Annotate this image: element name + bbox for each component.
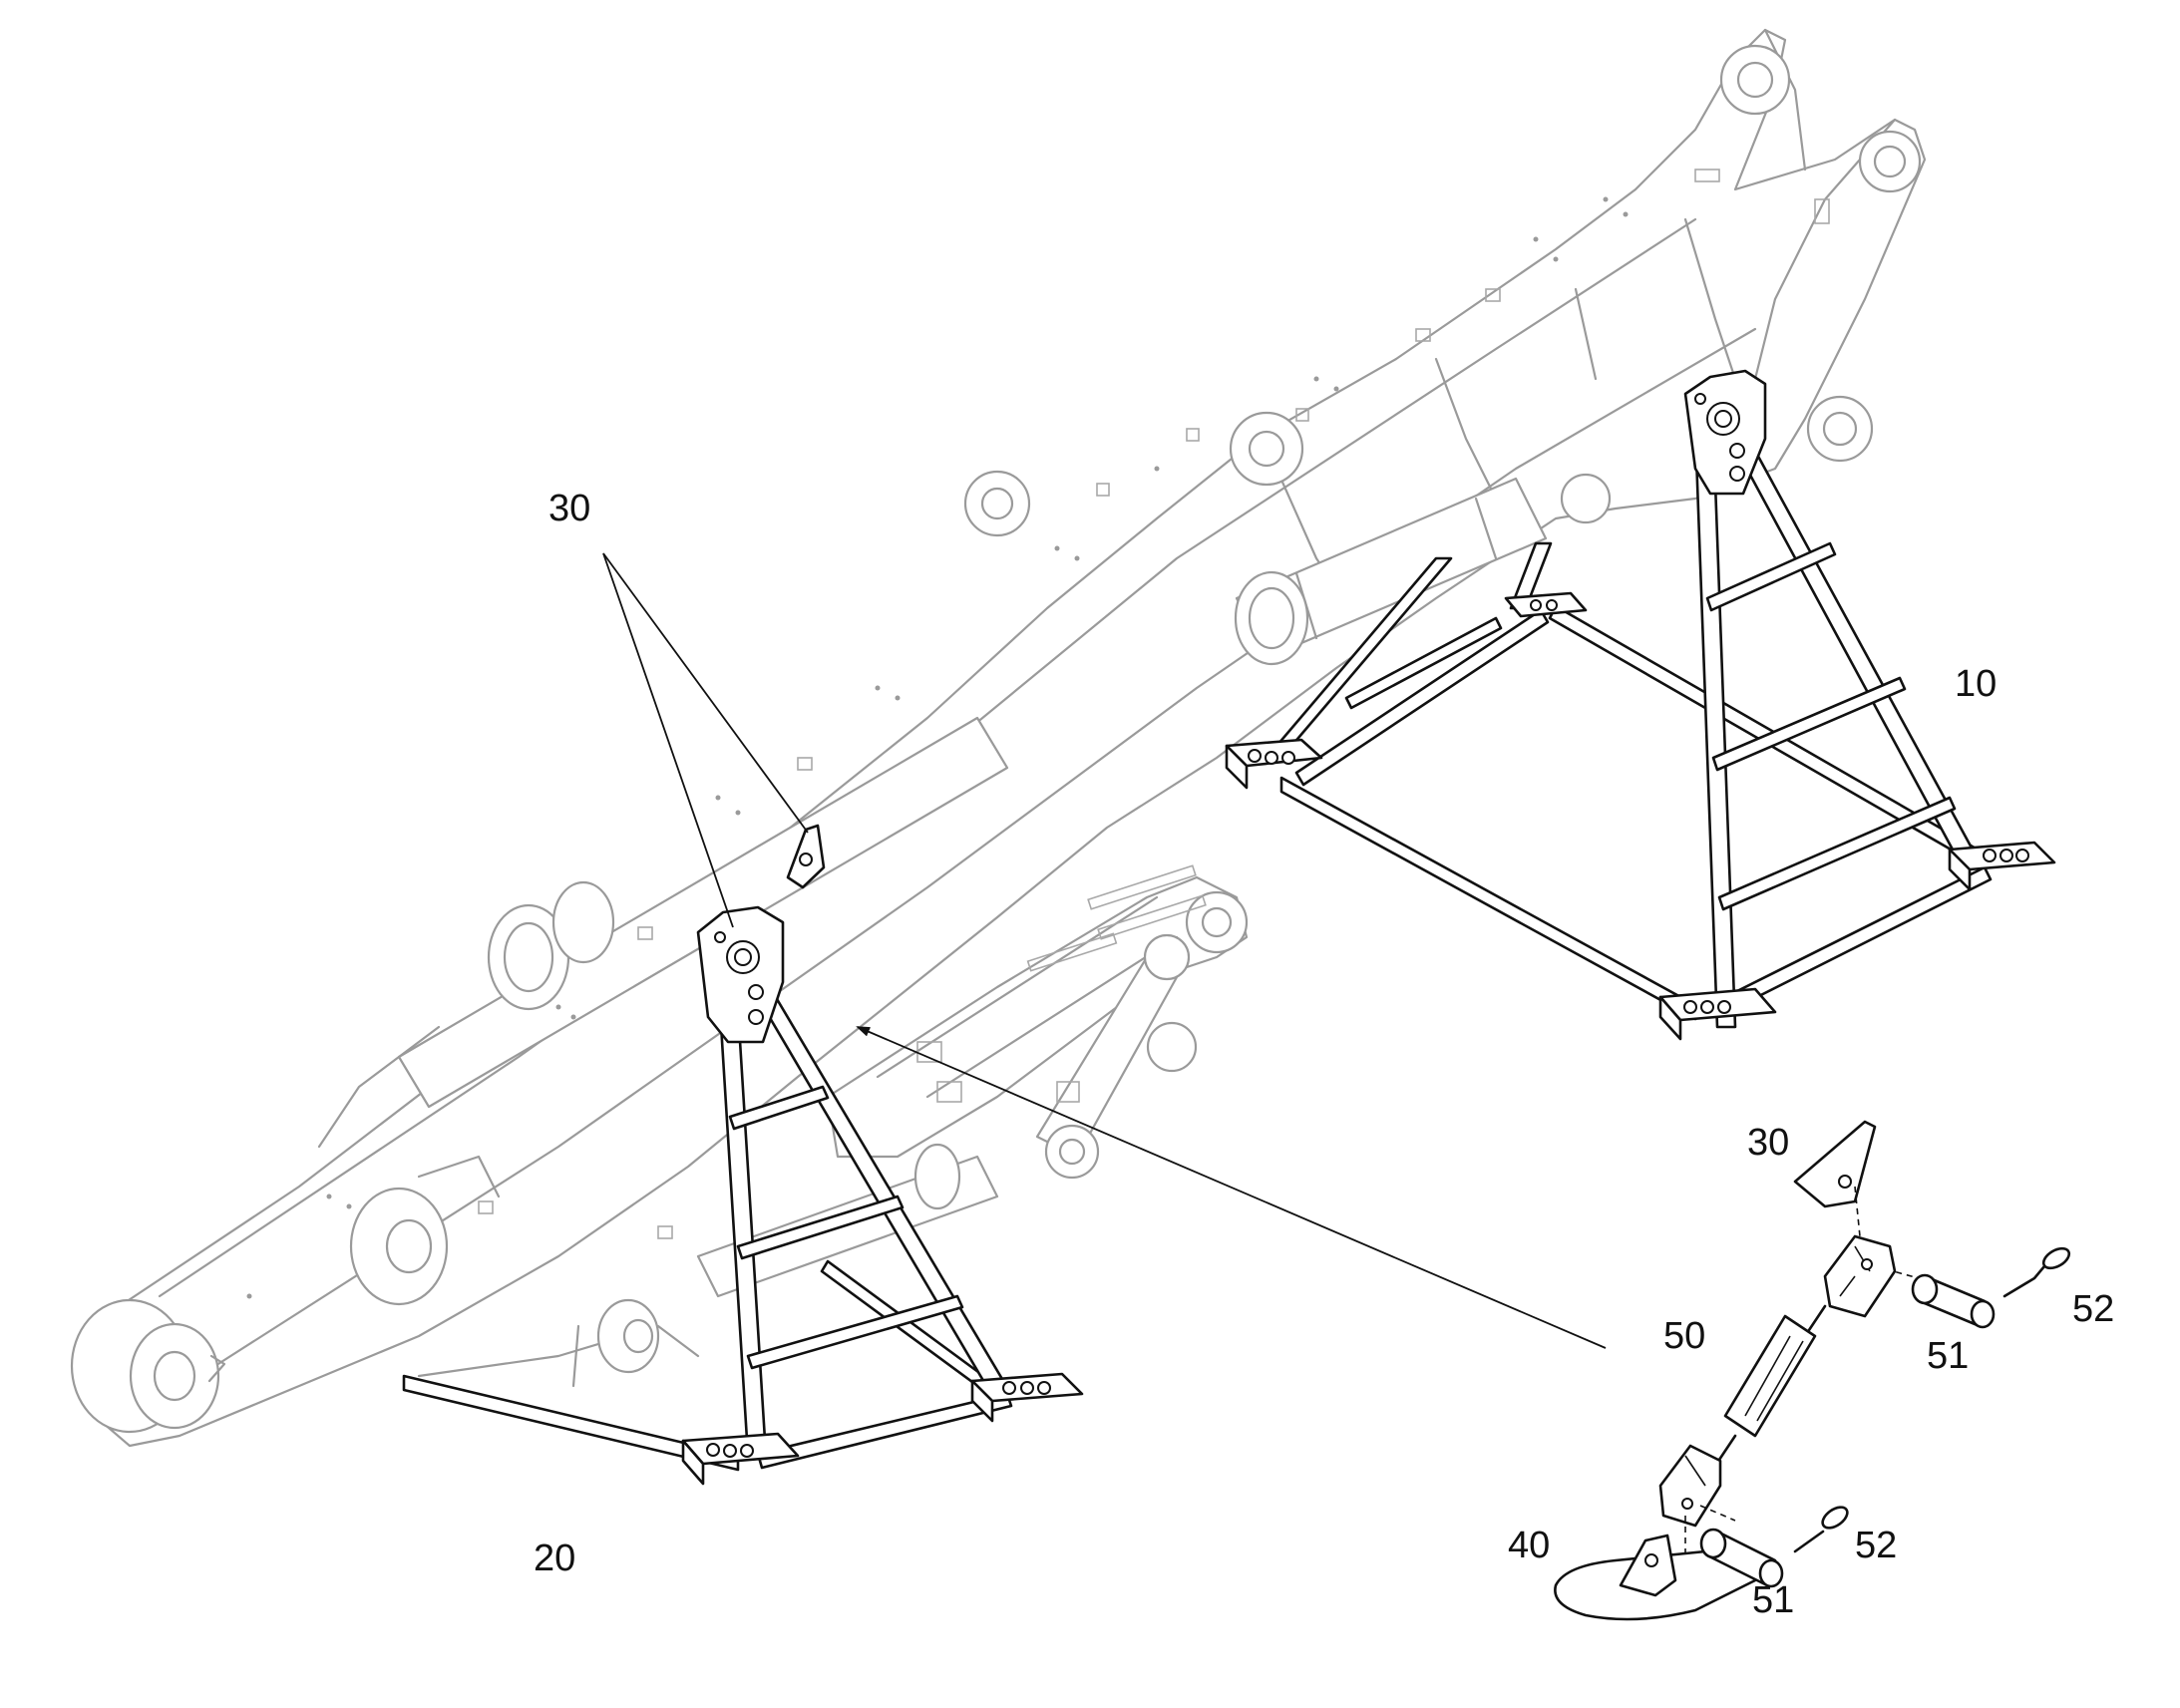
callout-52-upper: 52 [2072,1288,2114,1330]
leader-lines [602,552,1607,1349]
part-52-upper-clip [2002,1264,2046,1298]
callout-10: 10 [1955,663,1997,705]
callout-labels: 30 10 20 30 50 51 52 40 51 52 [534,488,2114,1621]
part-30-lug [1793,1120,1877,1208]
part-52-lower-clip [1793,1530,1825,1553]
part-50-lower-clevis [1658,1444,1722,1528]
callout-51-lower: 51 [1752,1579,1794,1621]
callout-30-top: 30 [548,488,590,529]
detail-arrow [856,1026,1607,1349]
arm-ghost [826,875,1249,1159]
callout-52-lower: 52 [1855,1525,1897,1566]
callout-50: 50 [1663,1315,1705,1357]
callout-51-upper: 51 [1927,1335,1969,1377]
part-50-upper-clevis [1823,1234,1897,1318]
callout-40: 40 [1508,1525,1550,1566]
callout-20: 20 [534,1537,575,1579]
support-stand-20 [402,824,1084,1486]
stand-20-head-plate [696,905,785,1044]
boom-assembly-ghost [70,28,1927,1448]
stand-10-foot-pads [1225,591,2056,1041]
tie-down-detail [1554,1120,2071,1621]
part-50-turnbuckle [1723,1314,1817,1438]
support-stand-10 [1225,369,2056,1041]
callout-30-detail: 30 [1747,1122,1789,1164]
stand-20-foot-pads [681,1372,1084,1486]
